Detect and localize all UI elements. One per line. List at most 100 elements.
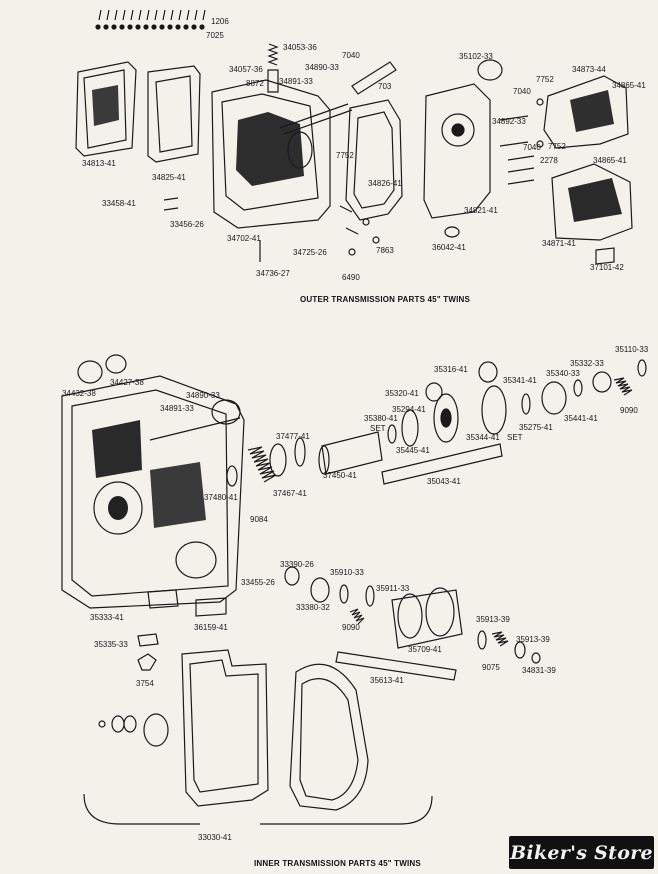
label-37101-42: 37101-42 <box>590 263 624 272</box>
gear-35294-41 <box>401 409 419 447</box>
label-35380-41: 35380-41 <box>364 414 398 423</box>
washer-35910-33 <box>339 584 349 604</box>
label-36159-41: 36159-41 <box>194 623 228 632</box>
label-35613-41: 35613-41 <box>370 676 404 685</box>
ring-37477-41 <box>294 437 306 467</box>
washer-37480-41 <box>226 465 238 487</box>
bracket-line <box>83 793 433 825</box>
spring-9084 <box>247 446 277 483</box>
gasket-33030-41-b <box>289 663 369 811</box>
label-35340-33: 35340-33 <box>546 369 580 378</box>
label-2278: 2278 <box>540 156 558 165</box>
top-cover-34813-41 <box>75 61 137 157</box>
label-33390-26: 33390-26 <box>280 560 314 569</box>
bushing-37101-42 <box>595 247 615 265</box>
label-34873-44: 34873-44 <box>572 65 606 74</box>
label-33458-41: 33458-41 <box>102 199 136 208</box>
cup-34432-38 <box>77 360 103 384</box>
nut-34831-39 <box>531 652 541 664</box>
label-9075: 9075 <box>482 663 500 672</box>
label-34865-41-b: 34865-41 <box>593 156 627 165</box>
label-35294-41: 35294-41 <box>392 405 426 414</box>
gasket-34826-41 <box>345 99 403 221</box>
screws-1206-drawing <box>98 9 206 21</box>
label-34821-41: 34821-41 <box>464 206 498 215</box>
ring-35380-41 <box>387 424 397 444</box>
fasteners-outer <box>163 98 544 262</box>
part-3754 <box>137 653 157 671</box>
label-6490: 6490 <box>342 273 360 282</box>
label-34831-39: 34831-39 <box>522 666 556 675</box>
bearing-35316-41 <box>478 361 498 383</box>
label-35335-33: 35335-33 <box>94 640 128 649</box>
label-35316-41: 35316-41 <box>434 365 468 374</box>
label-35913-39-a: 35913-39 <box>476 615 510 624</box>
gear-37450-41 <box>321 431 383 475</box>
outer-caption: OUTER TRANSMISSION PARTS 45" TWINS <box>300 295 470 304</box>
clip-35335-33 <box>137 633 159 647</box>
label-34871-41: 34871-41 <box>542 239 576 248</box>
bushing-36042-41 <box>444 226 460 238</box>
cover-34821-41 <box>423 83 491 219</box>
label-33455-26: 33455-26 <box>241 578 275 587</box>
pin-36159-41 <box>195 597 227 617</box>
label-7040-a: 7040 <box>342 51 360 60</box>
spring-9090b <box>349 608 365 625</box>
label-set-a: SET <box>370 424 386 433</box>
label-34432-38: 34432-38 <box>62 389 96 398</box>
label-35341-41: 35341-41 <box>503 376 537 385</box>
cover-34871-41 <box>551 163 633 241</box>
label-35913-39-b: 35913-39 <box>516 635 550 644</box>
washer-35341-41 <box>521 393 531 415</box>
bushing-35333-41 <box>147 589 179 609</box>
label-33380-32: 33380-32 <box>296 603 330 612</box>
label-34891-33: 34891-33 <box>279 77 313 86</box>
label-34427-38: 34427-38 <box>110 378 144 387</box>
label-3754: 3754 <box>136 679 154 688</box>
label-35110-33: 35110-33 <box>615 345 649 354</box>
label-9084: 9084 <box>250 515 268 524</box>
label-33456-26: 33456-26 <box>170 220 204 229</box>
label-7025: 7025 <box>206 31 224 40</box>
label-7752-b: 7752 <box>336 151 354 160</box>
washer-35110-33 <box>637 359 647 377</box>
washer-35913-39a <box>477 630 487 650</box>
label-34813-41: 34813-41 <box>82 159 116 168</box>
label-35102-33: 35102-33 <box>459 52 493 61</box>
label-35320-41: 35320-41 <box>385 389 419 398</box>
label-34825-41: 34825-41 <box>152 173 186 182</box>
gear-35320-41 <box>425 382 443 402</box>
label-34892-33: 34892-33 <box>492 117 526 126</box>
gear-35344-41 <box>433 393 459 443</box>
label-37480-41: 37480-41 <box>204 493 238 502</box>
gear-35441-41 <box>541 381 567 415</box>
shaft-35613-41 <box>335 651 457 681</box>
label-7040-b: 7040 <box>513 87 531 96</box>
label-35441-41: 35441-41 <box>564 414 598 423</box>
label-8872: 8872 <box>246 79 264 88</box>
transmission-case-outer <box>211 69 353 229</box>
shaft-34891-33 <box>149 417 241 441</box>
cup-34427-38 <box>105 354 127 374</box>
washer-33390-26 <box>284 566 300 586</box>
label-7752-a: 7752 <box>536 75 554 84</box>
store-watermark: Biker's Store <box>509 836 654 869</box>
transmission-case-inner <box>61 375 245 609</box>
label-set-b: SET <box>507 433 523 442</box>
seal-small <box>98 720 106 728</box>
bolt-703 <box>351 61 397 95</box>
outer-labels: 1206 7025 34053-36 34057-36 34890-33 704… <box>82 17 646 304</box>
label-1206: 1206 <box>211 17 229 26</box>
label-35344-41: 35344-41 <box>466 433 500 442</box>
gear-cluster-35709-41 <box>391 589 463 649</box>
label-703: 703 <box>378 82 392 91</box>
gasket-34825-41 <box>147 65 201 163</box>
store-watermark-text: Biker's Store <box>510 841 653 864</box>
label-34865-41-a: 34865-41 <box>612 81 646 90</box>
cup-35332-33 <box>592 371 612 393</box>
label-35445-41: 35445-41 <box>396 446 430 455</box>
gasket-33030-41-a <box>181 649 269 807</box>
washer-35340-33 <box>573 379 583 397</box>
label-36042-41: 36042-41 <box>432 243 466 252</box>
